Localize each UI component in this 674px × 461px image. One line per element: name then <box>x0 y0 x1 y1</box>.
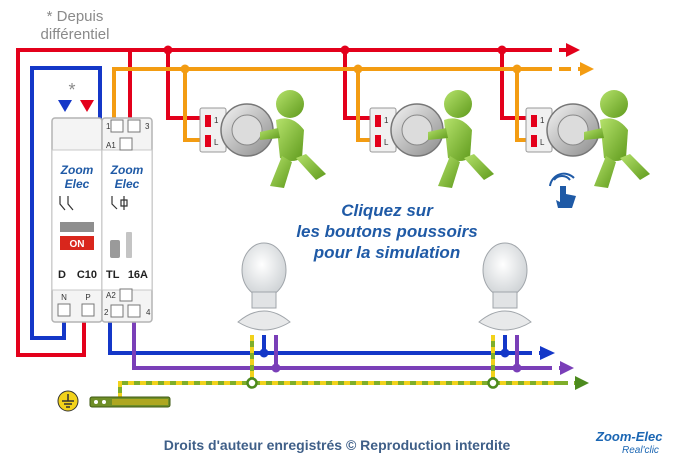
relay-rating: 16A <box>128 269 148 281</box>
pb3-terminal-l: L <box>540 138 545 147</box>
return-wire <box>132 312 560 370</box>
pb2-terminal-1: 1 <box>384 116 389 125</box>
phase-feed-arrow <box>80 100 94 112</box>
differential-note-line1: * Depuis <box>46 8 104 25</box>
phase-wire <box>16 48 566 357</box>
zoom-elec-logo[interactable]: Zoom-Elec Real'clic <box>588 425 674 459</box>
relay-terminal-a2: A2 <box>106 291 116 300</box>
relay-brand-line2: Elec <box>115 177 140 191</box>
relay-brand-line1: Zoom <box>110 163 144 177</box>
bulb-icon <box>478 242 532 331</box>
relay-terminal-2: 2 <box>104 308 109 317</box>
relay-terminal-a1: A1 <box>106 141 116 150</box>
neutral-feed-arrow <box>58 100 72 112</box>
copyright-footer: Droits d'auteur enregistrés © Reproducti… <box>163 437 511 453</box>
logo-sub: Real'clic <box>622 445 659 456</box>
earth-bar <box>89 396 171 408</box>
push-button-3[interactable]: 1 L <box>525 103 600 157</box>
logo-name: Zoom-Elec <box>596 429 663 444</box>
breaker-letter: D <box>58 269 66 281</box>
person-icon <box>260 90 326 188</box>
neutral-wire <box>30 66 540 355</box>
junction-dots <box>163 45 522 389</box>
circuit-breaker: Zoom Elec ON D C10 N P <box>51 117 103 323</box>
bulb-icon <box>237 242 291 331</box>
earth-ground-icon <box>57 390 79 412</box>
breaker-state-indicator[interactable] <box>60 236 94 250</box>
push-button-1[interactable]: 1 L <box>199 103 274 157</box>
pb2-terminal-l: L <box>384 138 389 147</box>
relay-type: TL <box>106 269 120 281</box>
breaker-brand-line1: Zoom <box>60 163 94 177</box>
person-icon <box>584 90 650 188</box>
earth-wire <box>118 335 575 399</box>
breaker-rating: C10 <box>77 269 97 281</box>
relay-terminal-3: 3 <box>145 122 150 131</box>
remote-switch-tl: 1 3 A1 Zoom Elec TL 16A A2 2 4 <box>101 117 153 323</box>
return-arrow <box>560 361 574 375</box>
instruction-line1: Cliquez sur <box>341 201 433 220</box>
relay-terminal-4: 4 <box>146 308 151 317</box>
breaker-terminal-n: N <box>61 293 67 302</box>
instruction-line3: pour la simulation <box>313 243 461 262</box>
breaker-state-label: ON <box>70 239 85 250</box>
pb1-terminal-1: 1 <box>214 116 219 125</box>
breaker-brand-line2: Elec <box>65 177 90 191</box>
pb1-terminal-l: L <box>214 138 219 147</box>
hand-click-icon <box>549 172 576 208</box>
phase-arrow <box>566 43 580 57</box>
control-arrow <box>580 62 594 76</box>
relay-symbol <box>111 196 128 210</box>
differential-note-line2: différentiel <box>40 26 110 43</box>
neutral-arrow <box>540 346 555 360</box>
instruction-line2: les boutons poussoirs <box>296 222 478 241</box>
pb3-terminal-1: 1 <box>540 116 545 125</box>
earth-arrow <box>575 376 589 390</box>
relay-terminal-1: 1 <box>106 122 111 131</box>
asterisk-mark: * <box>68 80 75 100</box>
person-icon <box>428 90 494 188</box>
differential-note: * Depuis différentiel <box>20 8 130 44</box>
breaker-terminal-p: P <box>85 293 90 302</box>
simulation-instruction: Cliquez sur les boutons poussoirs pour l… <box>262 200 512 263</box>
breaker-symbol <box>59 196 74 211</box>
push-button-2[interactable]: 1 L <box>369 103 444 157</box>
